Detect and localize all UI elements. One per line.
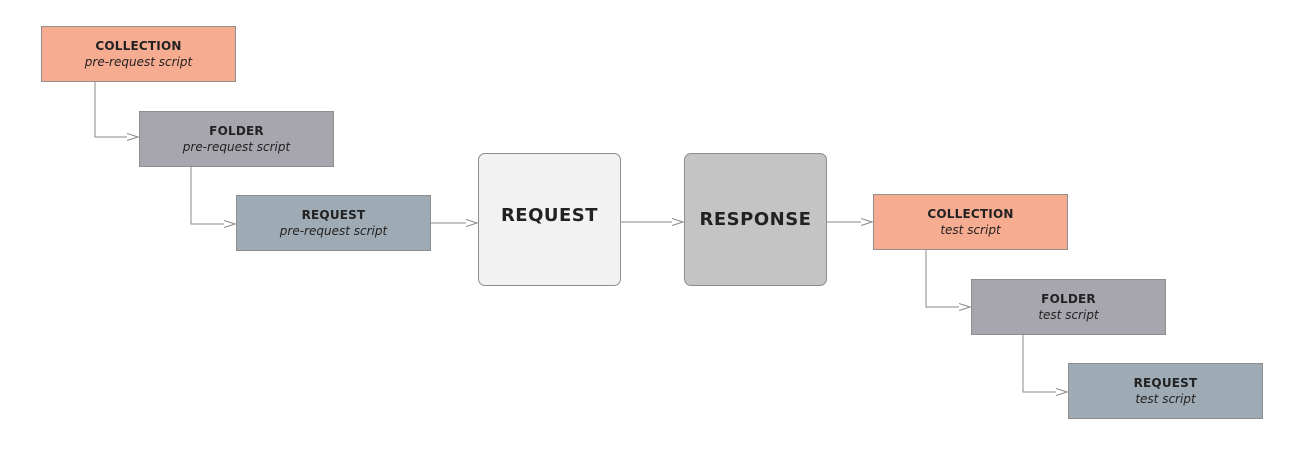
node-title: FOLDER (1041, 291, 1096, 306)
node-subtitle: test script (1038, 307, 1099, 322)
node-subtitle: pre-request script (279, 223, 388, 238)
response-node: RESPONSE (684, 153, 827, 286)
request-test-script-node: REQUEST test script (1068, 363, 1263, 419)
folder-pre-request-node: FOLDER pre-request script (139, 111, 334, 167)
node-subtitle: pre-request script (84, 54, 193, 69)
connector-collection-pre-to-folder-pre (94, 82, 138, 137)
connector-folder-pre-to-request-pre (190, 167, 235, 224)
node-title: REQUEST (500, 204, 599, 226)
node-title: COLLECTION (95, 38, 182, 53)
connector-folder-test-to-request-test (1022, 335, 1067, 392)
node-subtitle: test script (940, 222, 1001, 237)
collection-pre-request-node: COLLECTION pre-request script (41, 26, 236, 82)
node-title: REQUEST (1133, 375, 1198, 390)
folder-test-script-node: FOLDER test script (971, 279, 1166, 335)
request-node: REQUEST (478, 153, 621, 286)
request-pre-request-node: REQUEST pre-request script (236, 195, 431, 251)
node-title: REQUEST (301, 207, 366, 222)
connector-collection-test-to-folder-test (925, 250, 970, 307)
node-subtitle: test script (1135, 391, 1196, 406)
node-title: RESPONSE (699, 208, 812, 230)
node-subtitle: pre-request script (182, 139, 291, 154)
collection-test-script-node: COLLECTION test script (873, 194, 1068, 250)
node-title: COLLECTION (927, 206, 1014, 221)
node-title: FOLDER (209, 123, 264, 138)
